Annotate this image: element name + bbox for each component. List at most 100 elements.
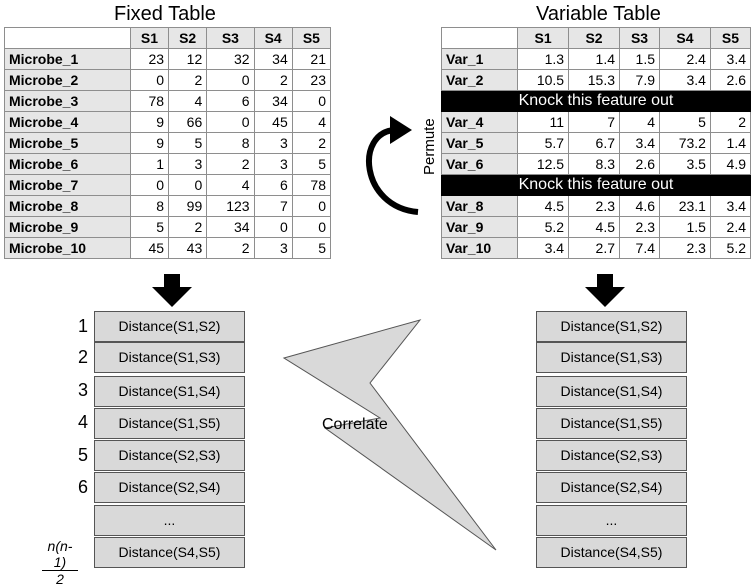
- row-label: Microbe_8: [4, 195, 131, 217]
- cell-value: 0: [253, 216, 293, 238]
- knockout-row: Knock this feature out: [441, 90, 751, 112]
- cell-value: 5: [168, 132, 208, 154]
- cell-value: 23: [291, 69, 332, 91]
- cell-value: 12.5: [517, 153, 570, 175]
- cell-value: 0: [129, 174, 170, 196]
- distance-box: Distance(S1,S5): [536, 408, 687, 439]
- cell-value: 0: [291, 216, 332, 238]
- variable-col-header: S4: [659, 27, 711, 49]
- lightning-bolt-icon: [282, 319, 497, 551]
- distance-box: Distance(S2,S3): [536, 440, 687, 471]
- cell-value: 78: [129, 90, 170, 112]
- row-label: Var_9: [440, 216, 519, 238]
- fixed-col-header: S1: [129, 27, 170, 49]
- cell-value: 4.9: [709, 153, 752, 175]
- cell-value: 4: [168, 90, 208, 112]
- cell-value: 34: [253, 90, 293, 112]
- knockout-row: Knock this feature out: [441, 174, 751, 196]
- row-label: Var_5: [440, 132, 519, 154]
- cell-value: 0: [291, 195, 332, 217]
- correlate-label: Correlate: [322, 416, 388, 433]
- variable-col-header: S1: [517, 27, 570, 49]
- cell-value: 3.4: [517, 237, 570, 259]
- row-label: Var_8: [440, 195, 519, 217]
- cell-value: 7: [568, 111, 620, 133]
- down-arrow-icon: [152, 274, 192, 307]
- cell-value: 0: [206, 69, 255, 91]
- cell-value: 4.5: [517, 195, 570, 217]
- row-label: Var_10: [440, 237, 519, 259]
- distance-box: Distance(S4,S5): [536, 537, 687, 568]
- fixed-col-header: S2: [168, 27, 208, 49]
- distance-box: Distance(S1,S5): [94, 408, 245, 439]
- cell-value: 43: [168, 237, 208, 259]
- distance-box: Distance(S1,S2): [94, 311, 245, 342]
- cell-value: 2.7: [568, 237, 620, 259]
- distance-box: Distance(S2,S4): [536, 472, 687, 503]
- variable-header-row: S1 S2 S3 S4 S5: [440, 27, 752, 49]
- row-index: 6: [77, 477, 88, 497]
- permute-arrow-icon: [366, 116, 419, 215]
- knockout-label: Knock this feature out: [441, 174, 751, 196]
- cell-value: 3: [253, 132, 293, 154]
- fraction-denominator: 2: [56, 571, 64, 587]
- row-label: Var_4: [440, 111, 519, 133]
- cell-value: 11: [517, 111, 570, 133]
- distance-box: Distance(S2,S4): [94, 472, 245, 503]
- permute-label: Permute: [421, 118, 438, 175]
- cell-value: 2.3: [659, 237, 711, 259]
- fixed-col-header: S4: [253, 27, 293, 49]
- cell-value: 123: [206, 195, 255, 217]
- cell-value: 0: [291, 90, 332, 112]
- cell-value: 15.3: [568, 69, 620, 91]
- cell-value: 0: [129, 69, 170, 91]
- row-label: Microbe_6: [4, 153, 131, 175]
- cell-value: 45: [129, 237, 170, 259]
- row-label: Microbe_3: [4, 90, 131, 112]
- cell-value: 34: [253, 48, 293, 70]
- distance-box: Distance(S1,S4): [536, 376, 687, 407]
- fixed-corner-cell: [4, 27, 131, 49]
- cell-value: 2.4: [709, 216, 752, 238]
- cell-value: 5: [129, 216, 170, 238]
- cell-value: 21: [291, 48, 332, 70]
- fixed-col-header: S5: [291, 27, 332, 49]
- cell-value: 2: [206, 153, 255, 175]
- cell-value: 5.2: [709, 237, 752, 259]
- cell-value: 0: [206, 111, 255, 133]
- fixed-header-row: S1 S2 S3 S4 S5: [4, 27, 332, 49]
- cell-value: 8: [206, 132, 255, 154]
- cell-value: 9: [129, 111, 170, 133]
- down-arrow-icon: [585, 274, 625, 307]
- cell-value: 3.5: [659, 153, 711, 175]
- cell-value: 3.4: [659, 69, 711, 91]
- row-index: 3: [77, 380, 88, 400]
- cell-value: 3: [253, 237, 293, 259]
- cell-value: 4: [619, 111, 660, 133]
- cell-value: 2.3: [568, 195, 620, 217]
- cell-value: 2.6: [709, 69, 752, 91]
- cell-value: 7.4: [619, 237, 660, 259]
- cell-value: 2: [168, 69, 208, 91]
- distance-box: Distance(S2,S3): [94, 440, 245, 471]
- cell-value: 66: [168, 111, 208, 133]
- variable-col-header: S3: [619, 27, 660, 49]
- cell-value: 6: [206, 90, 255, 112]
- cell-value: 1.3: [517, 48, 570, 70]
- cell-value: 6: [253, 174, 293, 196]
- cell-value: 5.2: [517, 216, 570, 238]
- cell-value: 2: [291, 132, 332, 154]
